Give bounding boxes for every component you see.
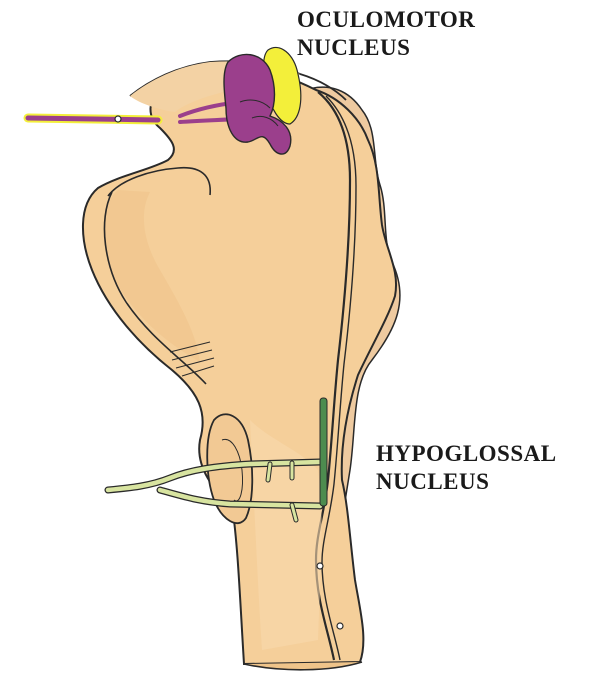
oculomotor-nucleus-label: OCULOMOTOR NUCLEUS xyxy=(297,6,475,62)
canal-marker-upper xyxy=(317,563,323,569)
hypoglossal-nucleus-label: HYPOGLOSSAL NUCLEUS xyxy=(376,440,557,496)
hypoglossal-nucleus-shape xyxy=(320,398,327,506)
oculomotor-label-line1: OCULOMOTOR xyxy=(297,6,475,34)
hypoglossal-label-line2: NUCLEUS xyxy=(376,468,557,496)
canal-marker-lower xyxy=(337,623,343,629)
oculomotor-label-line2: NUCLEUS xyxy=(297,34,475,62)
hypoglossal-label-line1: HYPOGLOSSAL xyxy=(376,440,557,468)
